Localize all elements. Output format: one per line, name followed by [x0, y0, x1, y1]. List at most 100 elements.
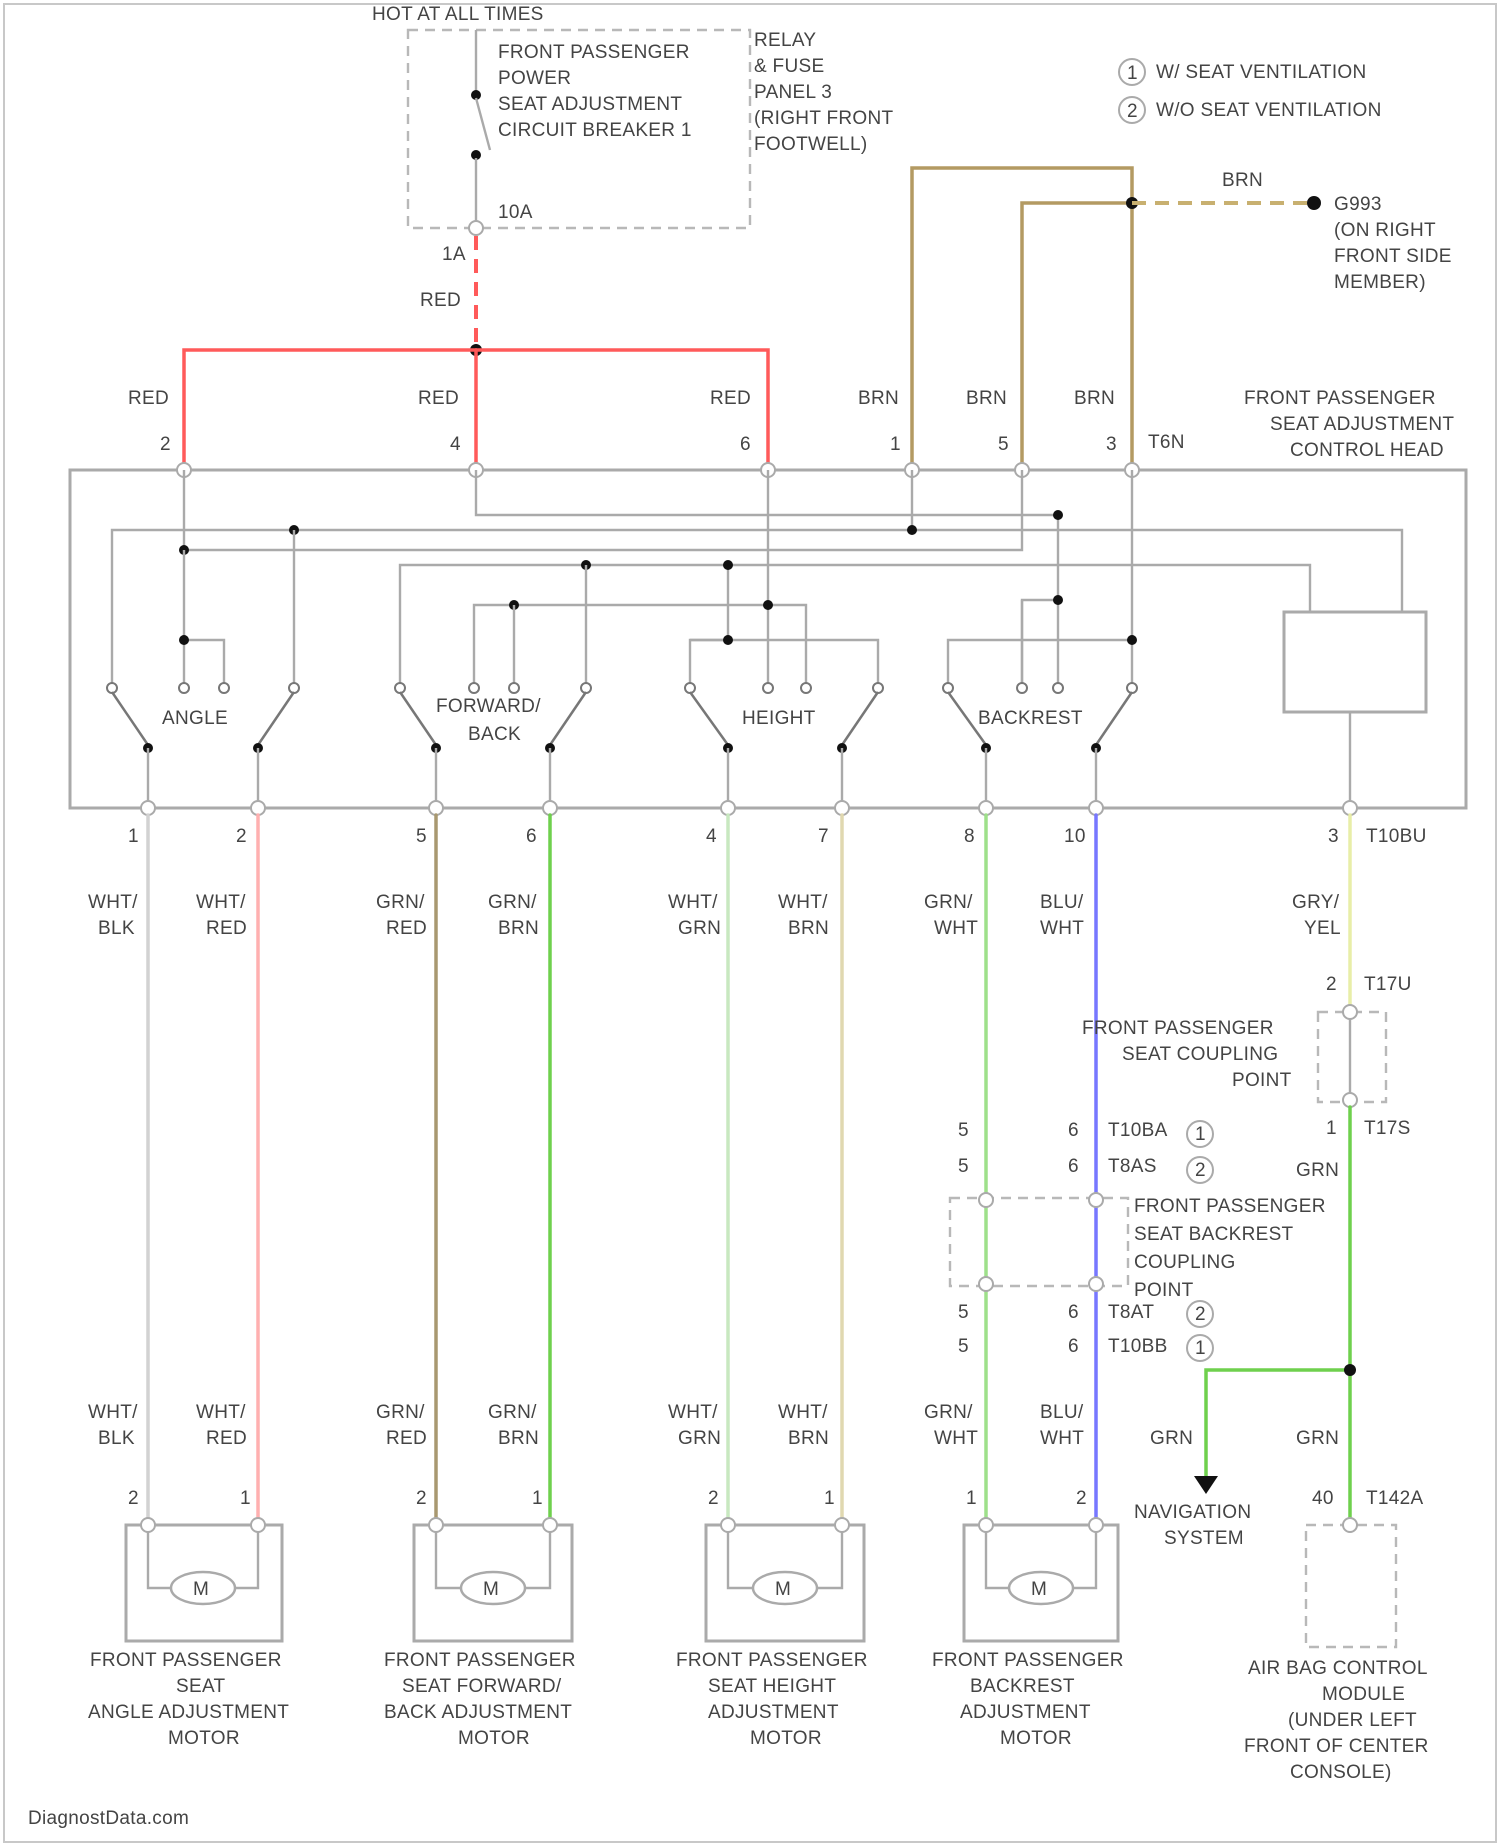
connector-t142a: T142A: [1366, 1488, 1424, 1509]
ground-label-2: (ON RIGHT: [1334, 220, 1436, 241]
svg-text:CONSOLE): CONSOLE): [1290, 1762, 1392, 1783]
bc-row4-index: 1: [1195, 1338, 1206, 1359]
backrest-coupling-label-2: SEAT BACKREST: [1134, 1224, 1294, 1245]
svg-text:MOTOR: MOTOR: [168, 1728, 240, 1749]
height-motor-symbol: M: [775, 1579, 791, 1600]
svg-text:RED: RED: [386, 1428, 427, 1449]
svg-text:BRN: BRN: [498, 918, 539, 939]
switch-angle: [107, 683, 299, 808]
svg-text:WHT/: WHT/: [88, 892, 138, 913]
svg-text:FRONT PASSENGER: FRONT PASSENGER: [384, 1650, 576, 1671]
circuit-breaker-label-3: SEAT ADJUSTMENT: [498, 94, 682, 115]
svg-text:2: 2: [708, 1488, 719, 1509]
connector-t8as: T8AS: [1108, 1156, 1157, 1177]
svg-text:WHT: WHT: [934, 1428, 978, 1449]
fuse-pin-label: 1A: [442, 244, 466, 265]
connector-t17u: T17U: [1364, 974, 1412, 995]
legend-with-ventilation: W/ SEAT VENTILATION: [1156, 62, 1367, 83]
switch-label-back: BACK: [468, 724, 521, 745]
svg-text:MOTOR: MOTOR: [750, 1728, 822, 1749]
control-head-label-1: FRONT PASSENGER: [1244, 388, 1436, 409]
seat-coupling-label-3: POINT: [1232, 1070, 1292, 1091]
ground-wire-color-label: BRN: [1222, 170, 1263, 191]
relay-panel-label-5: FOOTWELL): [754, 134, 868, 155]
bc-row3-l: 5: [958, 1302, 969, 1323]
switch-label-height: HEIGHT: [742, 708, 816, 729]
upper-wire-labels: WHT/BLK WHT/RED GRN/RED GRN/BRN WHT/GRN …: [88, 892, 1341, 939]
svg-text:SEAT: SEAT: [176, 1676, 226, 1697]
wire-label-red-4: RED: [418, 388, 459, 409]
svg-text:WHT/: WHT/: [778, 1402, 828, 1423]
pin-label-4: 4: [450, 434, 461, 455]
svg-text:MODULE: MODULE: [1322, 1684, 1405, 1705]
connector-t10bu: T10BU: [1366, 826, 1427, 847]
svg-text:YEL: YEL: [1304, 918, 1341, 939]
svg-text:ADJUSTMENT: ADJUSTMENT: [960, 1702, 1091, 1723]
legend-index-1: 1: [1127, 63, 1138, 84]
feed-wire-color-label: RED: [420, 290, 461, 311]
circuit-breaker-label-2: POWER: [498, 68, 571, 89]
coupling-pin-2: 2: [1326, 974, 1337, 995]
svg-text:BLK: BLK: [98, 918, 135, 939]
svg-text:GRN/: GRN/: [488, 892, 537, 913]
connector-t17s: T17S: [1364, 1118, 1411, 1139]
ground-label-3: FRONT SIDE: [1334, 246, 1452, 267]
svg-text:FRONT OF CENTER: FRONT OF CENTER: [1244, 1736, 1429, 1757]
hot-at-all-times-label: HOT AT ALL TIMES: [372, 4, 544, 25]
svg-text:WHT/: WHT/: [88, 1402, 138, 1423]
connector-t10bb: T10BB: [1108, 1336, 1168, 1357]
svg-text:AIR BAG CONTROL: AIR BAG CONTROL: [1248, 1658, 1428, 1679]
pin-label-6: 6: [740, 434, 751, 455]
bc-row4-l: 5: [958, 1336, 969, 1357]
circuit-breaker-label-1: FRONT PASSENGER: [498, 42, 690, 63]
connector-t10ba: T10BA: [1108, 1120, 1168, 1141]
motor-pin-numbers: 2 1 2 1 2 1 1 2: [128, 1488, 1087, 1509]
airbag-module-label: AIR BAG CONTROL MODULE (UNDER LEFT FRONT O…: [1244, 1658, 1429, 1783]
legend-without-ventilation: W/O SEAT VENTILATION: [1156, 100, 1382, 121]
connector-t6n: T6N: [1148, 432, 1185, 453]
switch-label-backrest: BACKREST: [978, 708, 1083, 729]
svg-text:RED: RED: [386, 918, 427, 939]
seat-coupling-label-2: SEAT COUPLING: [1122, 1044, 1278, 1065]
svg-text:2: 2: [416, 1488, 427, 1509]
svg-text:BRN: BRN: [788, 1428, 829, 1449]
angle-motor-label: FRONT PASSENGERSEAT ANGLE ADJUSTMENTMOTO…: [88, 1650, 289, 1749]
svg-text:BACKREST: BACKREST: [970, 1676, 1075, 1697]
watermark: DiagnostData.com: [28, 1808, 189, 1829]
bc-row1-r: 6: [1068, 1120, 1079, 1141]
switch-label-angle: ANGLE: [162, 708, 228, 729]
wire-label-brn-3: BRN: [1074, 388, 1115, 409]
seat-coupling-label-1: FRONT PASSENGER: [1082, 1018, 1274, 1039]
svg-text:(UNDER LEFT: (UNDER LEFT: [1288, 1710, 1417, 1731]
wire-label-brn-5: BRN: [966, 388, 1007, 409]
svg-text:2: 2: [128, 1488, 139, 1509]
svg-text:WHT: WHT: [934, 918, 978, 939]
bc-row2-r: 6: [1068, 1156, 1079, 1177]
svg-text:GRN/: GRN/: [488, 1402, 537, 1423]
seat-coupling-point-outline: [1318, 1012, 1386, 1102]
bottom-pin-8: 8: [964, 826, 975, 847]
relay-panel-label-1: RELAY: [754, 30, 816, 51]
control-head-label-3: CONTROL HEAD: [1290, 440, 1444, 461]
angle-motor: M: [126, 1518, 282, 1641]
svg-text:SEAT FORWARD/: SEAT FORWARD/: [402, 1676, 562, 1697]
red-wire-left: [184, 350, 476, 470]
forward-back-motor: M: [414, 1518, 572, 1641]
svg-text:GRN: GRN: [678, 1428, 721, 1449]
circuit-breaker-label-4: CIRCUIT BREAKER 1: [498, 120, 692, 141]
wire-grn-navigation: [1206, 1370, 1350, 1478]
backrest-coupling-outline: [950, 1198, 1128, 1286]
bottom-pin-2: 2: [236, 826, 247, 847]
navigation-wire-label: GRN: [1150, 1428, 1193, 1449]
svg-text:FRONT PASSENGER: FRONT PASSENGER: [90, 1650, 282, 1671]
svg-text:BLU/: BLU/: [1040, 892, 1084, 913]
bottom-pin-10: 10: [1064, 826, 1086, 847]
coupling-pin-1: 1: [1326, 1118, 1337, 1139]
backrest-coupling-label-1: FRONT PASSENGER: [1134, 1196, 1326, 1217]
bottom-pin-6: 6: [526, 826, 537, 847]
svg-text:1: 1: [824, 1488, 835, 1509]
backrest-coupling-label-4: POINT: [1134, 1280, 1194, 1301]
svg-text:2: 2: [1076, 1488, 1087, 1509]
